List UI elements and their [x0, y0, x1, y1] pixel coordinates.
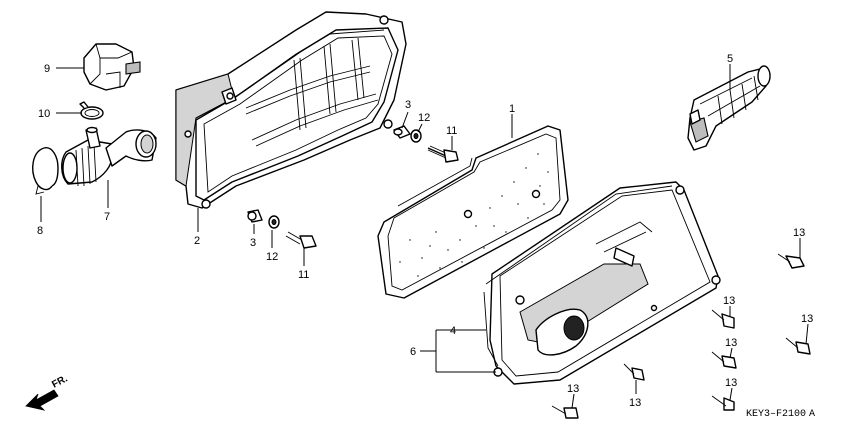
callout-9: 9	[44, 63, 50, 75]
callout-11-upper: 11	[446, 125, 457, 137]
callout-13-g: 13	[725, 377, 737, 389]
callout-3-lower: 3	[250, 237, 256, 249]
callout-6: 6	[410, 346, 416, 358]
leader-lines	[40, 64, 809, 409]
callout-10: 10	[38, 108, 50, 120]
callout-4: 4	[450, 325, 456, 337]
part-4-cover-seal	[483, 185, 673, 367]
part-11-bolt-lower	[285, 231, 317, 249]
part-6-air-cleaner-cover	[489, 181, 721, 385]
callout-13-c: 13	[801, 313, 813, 325]
callout-labels: 9 10 8 7 2 3 12 11 3 12 11 1 5 4 6 13 13…	[37, 53, 813, 409]
callout-13-a: 13	[793, 227, 805, 239]
callout-2: 2	[194, 235, 200, 247]
callout-5: 5	[727, 53, 733, 65]
part-13-screw-g	[711, 395, 735, 411]
callout-12-lower: 12	[266, 251, 278, 263]
callout-1: 1	[509, 103, 515, 115]
part-13-screw-f	[551, 405, 579, 419]
part-13-screw-e	[623, 363, 645, 381]
part-13-screw-c	[785, 337, 811, 355]
callout-3-upper: 3	[405, 99, 411, 111]
diagram-code: KEY3–F2100 A	[746, 409, 815, 420]
front-direction-indicator: FR.	[25, 373, 70, 411]
part-2-air-cleaner-case	[175, 11, 407, 209]
callout-13-d: 13	[725, 337, 737, 349]
callout-8: 8	[37, 225, 43, 237]
part-3-collar-upper	[393, 125, 411, 139]
part-8-clamp-ring	[32, 147, 59, 195]
part-3-collar-lower	[247, 209, 263, 223]
part-13-screw-a	[777, 253, 805, 269]
part-13-screw-d	[711, 351, 737, 369]
part-7-intake-duct	[61, 126, 157, 187]
callout-11-lower: 11	[298, 269, 309, 281]
callout-13-e: 13	[629, 397, 641, 409]
filter-texture	[399, 153, 549, 277]
callout-13-b: 13	[723, 295, 735, 307]
part-10-hose-clip	[79, 101, 104, 120]
callout-13-f: 13	[567, 383, 579, 395]
part-5-breather-tube	[687, 65, 771, 151]
part-13-screw-b	[711, 309, 735, 329]
part-11-bolt-upper	[427, 145, 459, 163]
part-1-filter-element	[377, 125, 569, 299]
part-12-washer-lower	[268, 215, 280, 229]
callout-7: 7	[104, 211, 110, 223]
front-arrow-icon	[25, 389, 59, 411]
case-internal-rods	[245, 37, 379, 147]
callout-12-upper: 12	[418, 112, 430, 124]
part-12-washer-upper	[410, 129, 422, 143]
front-label: FR.	[50, 373, 70, 390]
part-9-sensor-cap	[83, 43, 141, 91]
